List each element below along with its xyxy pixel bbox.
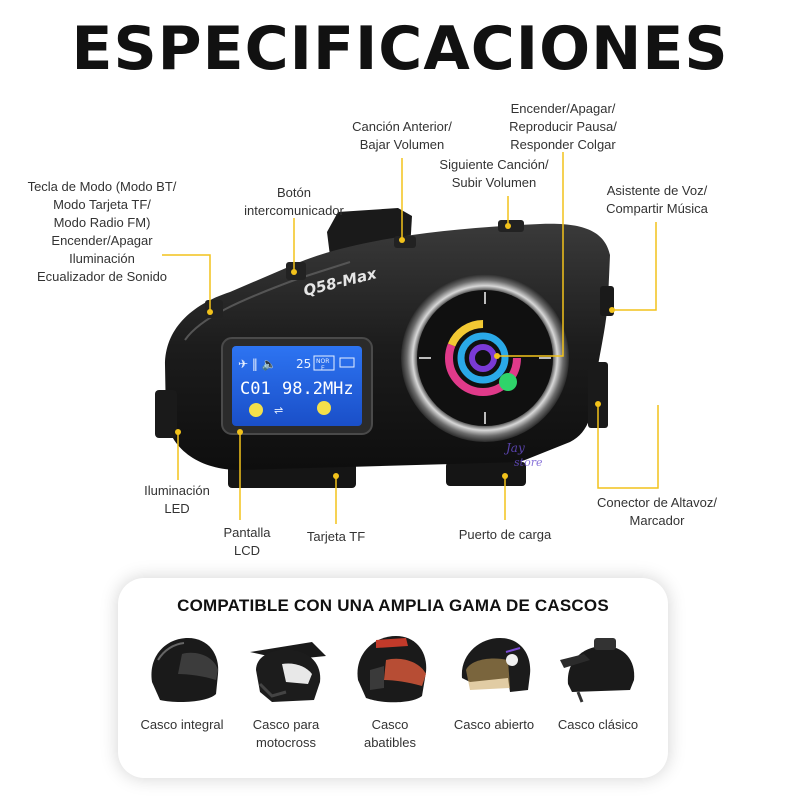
svg-text:✈ ‖ 🔈: ✈ ‖ 🔈 — [238, 357, 277, 371]
lcd-channel: C01 — [240, 379, 271, 399]
mode-key-button — [205, 300, 223, 318]
helmet-card-full-face: Casco integral — [132, 630, 232, 734]
helmet-label: Casco clásico — [557, 717, 639, 732]
label-mode-key: Tecla de Modo (Modo BT/ Modo Tarjeta TF/… — [27, 179, 177, 284]
helmet-card-classic: Casco clásico — [548, 630, 648, 734]
classic-helmet-icon — [560, 638, 635, 703]
lcd-mode-badge: NOR — [316, 358, 329, 365]
svg-text:E: E — [321, 365, 325, 372]
label-intercom-button: Botón intercomunicador — [244, 185, 344, 218]
helmet-label: Casco para — [252, 717, 320, 732]
motocross-helmet-icon — [250, 642, 326, 702]
svg-text:store: store — [514, 456, 543, 469]
label-power: Encender/Apagar/ Reproducir Pausa/ Respo… — [509, 101, 617, 152]
label-speaker-connector: Conector de Altavoz/ Marcador — [597, 495, 717, 528]
lcd-volume: 25 — [296, 357, 311, 371]
leader-dots — [175, 223, 615, 479]
svg-text:⇌: ⇌ — [274, 404, 283, 417]
helmet-label: Casco integral — [140, 717, 224, 732]
label-led-lighting: Iluminación LED — [144, 483, 210, 516]
label-lcd-screen: Pantalla LCD — [223, 525, 271, 558]
helmet-label: Casco abierto — [453, 717, 535, 732]
speaker-connector — [588, 362, 608, 428]
label-next-song: Siguiente Canción/ Subir Volumen — [439, 157, 549, 190]
lcd-frequency: 98.2MHz — [282, 379, 354, 399]
compatibility-title: COMPATIBLE CON UNA AMPLIA GAMA DE CASCOS — [177, 596, 609, 615]
full-face-helmet-icon — [151, 638, 219, 702]
battery-icon — [339, 357, 355, 368]
led-light — [155, 390, 177, 438]
label-tf-card: Tarjeta TF — [306, 529, 366, 544]
modular-helmet-icon — [357, 636, 427, 703]
helmet-card-open-face: Casco abierto — [444, 630, 544, 734]
label-prev-song: Canción Anterior/ Bajar Volumen — [352, 119, 452, 152]
open-face-helmet-icon — [461, 638, 531, 692]
prev-song-button — [394, 236, 416, 248]
page-title: ESPECIFICACIONES — [71, 14, 729, 84]
label-charging-port: Puerto de carga — [458, 527, 552, 542]
compatibility-panel: COMPATIBLE CON UNA AMPLIA GAMA DE CASCOS… — [118, 578, 668, 778]
helmet-card-motocross: Casco para motocross — [236, 630, 336, 752]
helmet-label: Casco — [371, 717, 409, 732]
charging-port-foot — [446, 462, 526, 486]
label-voice-assistant: Asistente de Voz/ Compartir Música — [606, 183, 708, 216]
watermark-text: Jay — [503, 441, 525, 455]
helmet-card-modular: Casco abatibles — [340, 630, 440, 752]
leader-lines — [162, 152, 659, 524]
